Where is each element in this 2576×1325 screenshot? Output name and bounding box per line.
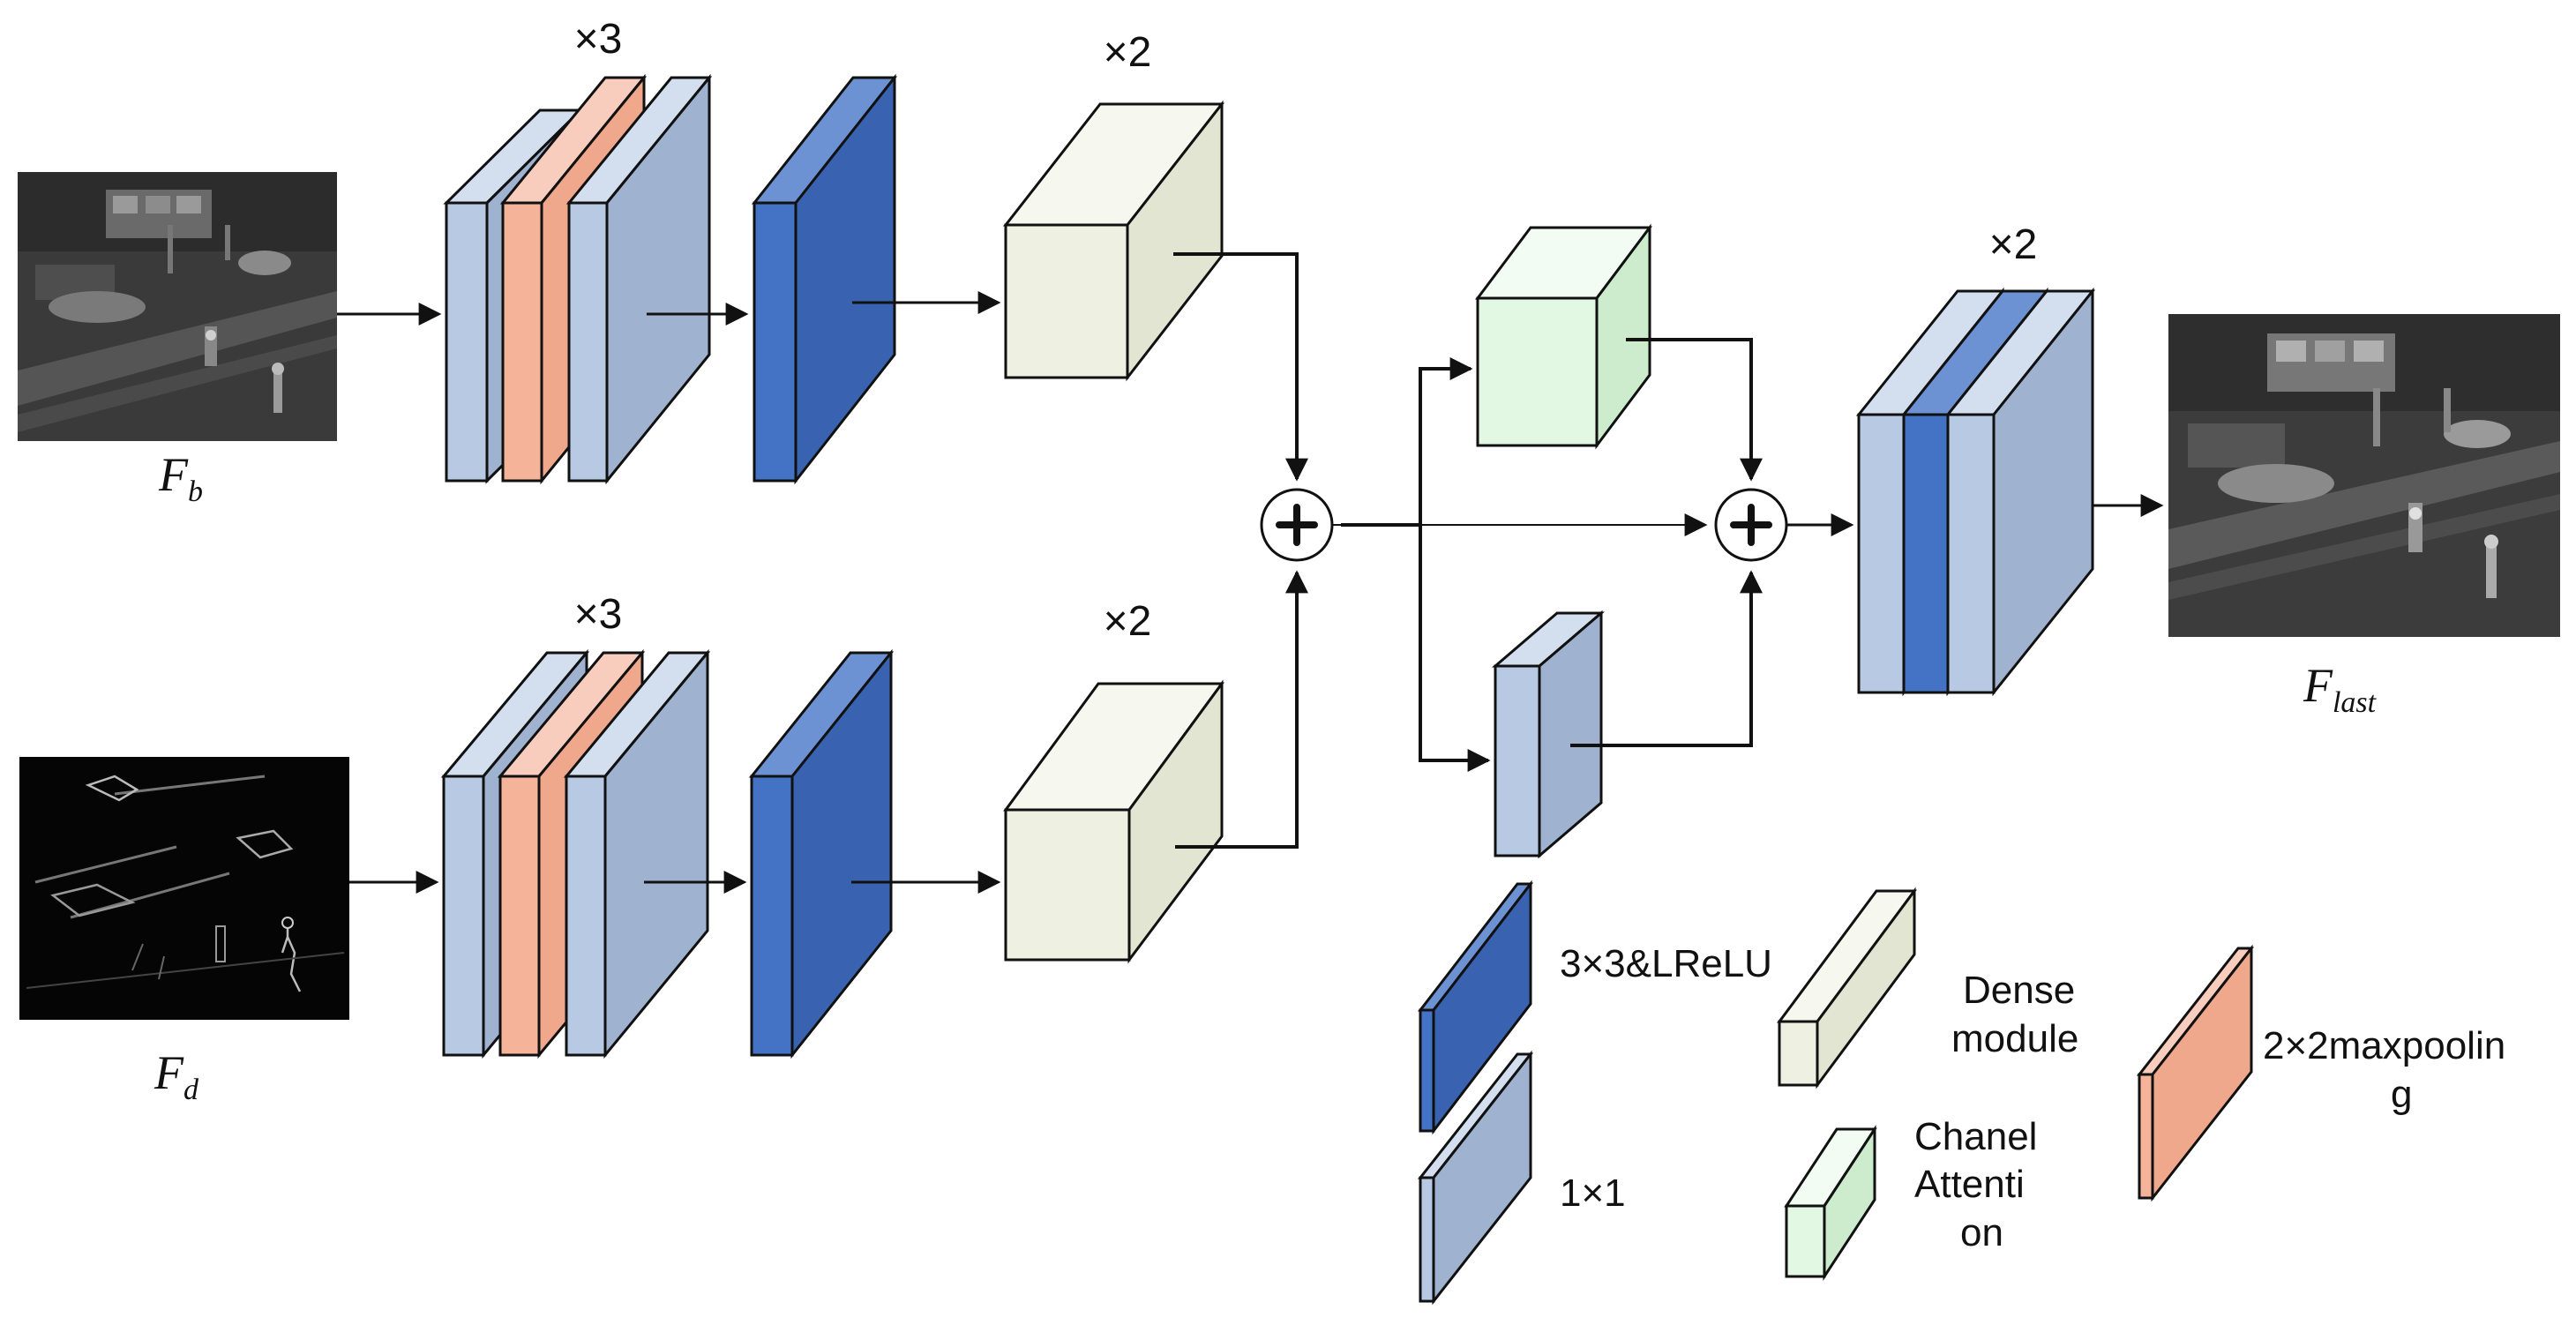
bottom-dense-multiplier: ×2	[1104, 598, 1152, 645]
bottom-conv-lrelu	[748, 648, 895, 1059]
final-stack-layer-3	[1944, 287, 2096, 697]
top-dense-module	[1002, 100, 1225, 382]
top-dense-multiplier: ×2	[1104, 29, 1152, 76]
legend-attention-label-3: on	[1960, 1211, 2003, 1254]
top-stack-multiplier: ×3	[574, 16, 623, 63]
legend-maxpool-icon	[2136, 944, 2255, 1202]
bottom-stack-layer-3	[563, 648, 711, 1059]
legend-conv-lrelu-label: 3×3&LReLU	[1560, 942, 1772, 985]
top-stack-layer-3	[565, 73, 713, 485]
legend-1x1-label: 1×1	[1560, 1172, 1626, 1215]
bright-input-label: Fb	[158, 448, 203, 508]
legend-attention-icon	[1784, 1124, 1877, 1282]
bottom-dense-module	[1003, 679, 1224, 964]
legend-attention-label-1: Chanel	[1914, 1115, 2037, 1158]
output-label: Flast	[2303, 659, 2378, 719]
legend-dense-label-2: module	[1951, 1017, 2078, 1060]
connectors	[337, 252, 2164, 894]
output-image	[2168, 314, 2560, 637]
bottom-conv-stack	[440, 648, 711, 1059]
legend-attention-label-2: Attenti	[1914, 1163, 2025, 1206]
final-stack-multiplier: ×2	[1989, 221, 2038, 268]
input-image-bright	[18, 172, 337, 441]
sum-node-2	[1705, 479, 1797, 571]
channel-attention-block	[1475, 223, 1652, 450]
top-conv-lrelu	[751, 73, 898, 485]
top-conv-stack	[443, 73, 713, 485]
legend-dense-icon	[1777, 887, 1917, 1089]
bottom-stack-multiplier: ×3	[574, 591, 623, 638]
input-image-detail	[19, 757, 349, 1020]
legend-1x1-icon	[1417, 1050, 1534, 1306]
legend-dense-label-1: Dense	[1963, 969, 2075, 1012]
detail-input-label: Fd	[154, 1046, 199, 1106]
legend-conv-lrelu-icon	[1417, 880, 1534, 1135]
final-conv-stack	[1855, 287, 2096, 697]
legend: 3×3&LReLU 1×1 Dense module Chanel Attent…	[1417, 880, 2505, 1306]
legend-maxpool-label-1: 2×2maxpoolin	[2263, 1024, 2505, 1067]
conv-1x1-block	[1491, 610, 1606, 859]
legend-maxpool-label-2: g	[2391, 1073, 2412, 1116]
sum-node-1	[1251, 479, 1343, 571]
